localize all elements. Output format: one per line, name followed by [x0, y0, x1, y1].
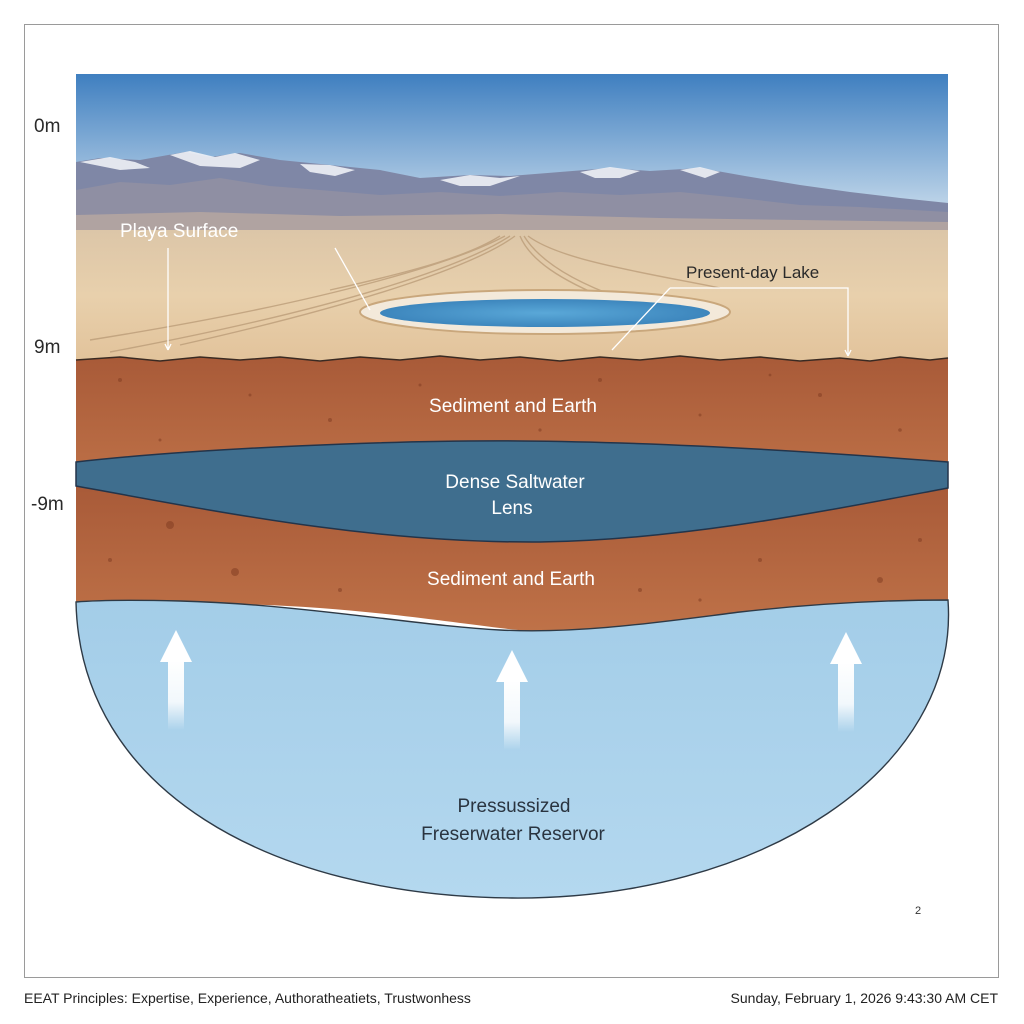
depth-label-9m: 9m [34, 337, 61, 358]
callout-leader-lines [164, 247, 852, 357]
saltwater-lens-label-line1: Dense Saltwater [445, 472, 585, 493]
playa-surface-label: Playa Surface [120, 221, 238, 242]
saltwater-lens-label-line2: Lens [491, 498, 532, 519]
sediment-texture [108, 373, 922, 602]
upper-sediment-label: Sediment and Earth [429, 396, 597, 417]
present-day-lake [380, 299, 710, 327]
lower-sediment-label: Sediment and Earth [427, 569, 595, 590]
corner-mark: 2 [915, 905, 921, 917]
present-day-lake-label: Present-day Lake [686, 263, 819, 282]
reservoir-label-line1: Pressussized [458, 796, 571, 817]
footer-timestamp: Sunday, February 1, 2026 9:43:30 AM CET [730, 990, 998, 1006]
surface-boundary-line [75, 355, 949, 362]
reservoir-label-line2: Freserwater Reservor [421, 824, 605, 845]
depth-label-0m: 0m [34, 116, 61, 137]
up-arrow-icon [830, 632, 862, 732]
up-arrow-icon [160, 630, 192, 730]
saltwater-lens [75, 440, 949, 543]
snow-caps [80, 151, 720, 186]
footer-eeat-note: EEAT Principles: Expertise, Experience, … [24, 990, 471, 1006]
depth-label-minus-9m: -9m [31, 494, 64, 515]
up-arrow-icon [496, 650, 528, 750]
